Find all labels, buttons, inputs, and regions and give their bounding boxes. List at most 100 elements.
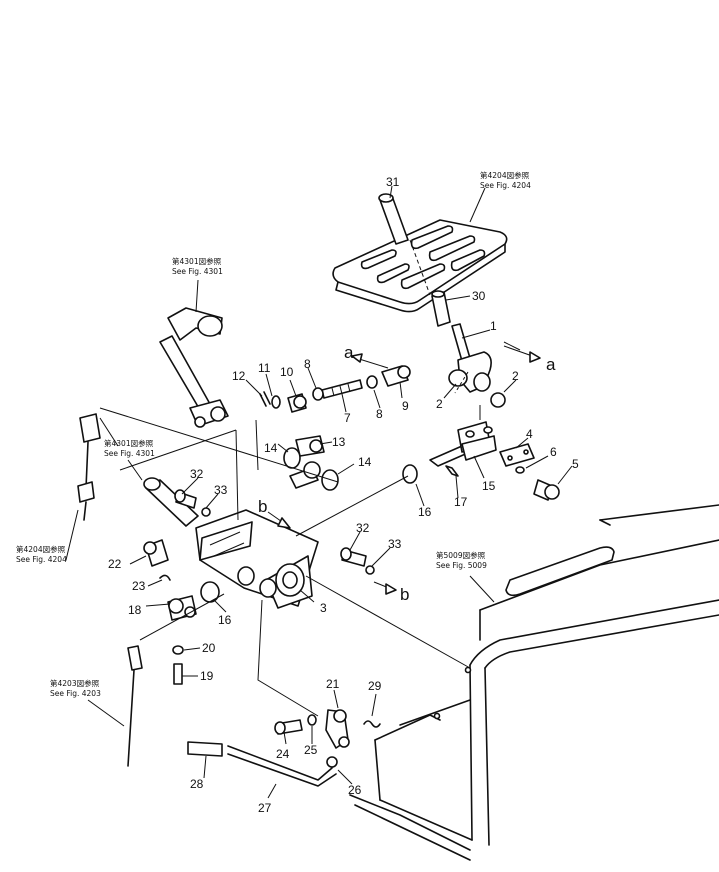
part-number: 13 xyxy=(332,435,346,449)
ref-en: See Fig. 4203 xyxy=(50,689,101,698)
part-number-leaders xyxy=(129,185,573,799)
part-number: 21 xyxy=(326,677,340,691)
part-number: 5 xyxy=(572,457,579,471)
ref-note-4301-top: 第4301図参照 See Fig. 4301 xyxy=(172,256,223,276)
arrow-b-right xyxy=(373,581,397,595)
ref-jp: 第4301図参照 xyxy=(104,438,154,448)
part-number: 8 xyxy=(376,407,383,421)
left-lever xyxy=(159,307,229,428)
part-number: 33 xyxy=(388,537,402,551)
electric-connector xyxy=(77,413,119,521)
ref-leader-4204-left xyxy=(65,509,79,561)
pivot-22 xyxy=(143,539,169,567)
ref-jp: 第4301図参照 xyxy=(172,256,222,266)
part-number: 27 xyxy=(258,801,272,815)
part-number: 25 xyxy=(304,743,318,757)
bushing-16-lower xyxy=(200,581,220,603)
ref-note-4203: 第4203図参照 See Fig. 4203 xyxy=(50,678,101,698)
part-number: 16 xyxy=(218,613,232,627)
rod-left xyxy=(127,645,143,767)
washer-25 xyxy=(307,714,317,726)
part-number: 28 xyxy=(190,777,204,791)
nut-8a xyxy=(312,387,324,401)
clip-23 xyxy=(159,574,171,581)
part-number: 14 xyxy=(358,455,372,469)
ref-en: See Fig. 4204 xyxy=(16,555,67,564)
part-number: 20 xyxy=(202,641,216,655)
clevis-10 xyxy=(287,393,307,413)
ref-note-4301-mid: 第4301図参照 See Fig. 4301 xyxy=(104,438,155,458)
part-number: 16 xyxy=(418,505,432,519)
ref-en: See Fig. 4301 xyxy=(172,267,223,276)
part-number: 32 xyxy=(190,467,204,481)
shift-knob xyxy=(378,193,409,245)
arrow-a-right xyxy=(503,345,541,363)
arrow-a-left xyxy=(351,353,389,369)
cab-body-panel xyxy=(349,504,719,861)
shaft-left xyxy=(143,477,199,527)
clip-12 xyxy=(259,391,271,407)
bolt-19 xyxy=(173,663,183,685)
bolt-5 xyxy=(533,479,560,501)
part-number: 32 xyxy=(356,521,370,535)
ref-jp: 第4204図参照 xyxy=(480,170,530,180)
part-number: 4 xyxy=(526,427,533,441)
part-number: 23 xyxy=(132,579,146,593)
ref-en: See Fig. 5009 xyxy=(436,561,487,570)
bushing-16-upper xyxy=(402,464,418,484)
part-number: 19 xyxy=(200,669,214,683)
part-number: 3 xyxy=(320,601,327,615)
part-number: 33 xyxy=(214,483,228,497)
ref-jp: 第4203図参照 xyxy=(50,678,100,688)
pin-11 xyxy=(271,395,281,409)
part-number: 26 xyxy=(348,783,362,797)
letter-a-right: a xyxy=(546,355,556,374)
part-number: 22 xyxy=(108,557,122,571)
ref-note-5009: 第5009図参照 See Fig. 5009 xyxy=(436,550,487,570)
part-number: 11 xyxy=(258,361,271,375)
lever-boot xyxy=(431,290,451,327)
part-number: 24 xyxy=(276,747,290,761)
washer-20 xyxy=(172,645,184,655)
lever-18 xyxy=(167,595,197,621)
part-number: 31 xyxy=(386,175,400,189)
ref-en: See Fig. 4204 xyxy=(480,181,531,190)
washer-6 xyxy=(515,466,525,474)
ref-leader-4301-top xyxy=(195,279,199,313)
plate-4 xyxy=(499,443,535,467)
part-number: 30 xyxy=(472,289,486,303)
part-number: 8 xyxy=(304,357,311,371)
part-number: 15 xyxy=(482,479,496,493)
bolt-24 xyxy=(274,719,303,735)
part-number: 9 xyxy=(402,399,409,413)
ref-jp: 第4204図参照 xyxy=(16,544,66,554)
letter-b-top: b xyxy=(258,497,267,516)
part-number: 10 xyxy=(280,365,294,379)
main-bracket xyxy=(195,509,319,609)
bolt-32b xyxy=(340,547,367,567)
letter-b-right: b xyxy=(400,585,409,604)
ref-note-4204-left: 第4204図参照 See Fig. 4204 xyxy=(16,544,67,564)
part-number: 7 xyxy=(344,411,351,425)
lever-bracket xyxy=(429,405,497,467)
part-number: 17 xyxy=(454,495,468,509)
part-number: 18 xyxy=(128,603,142,617)
part-number: 29 xyxy=(368,679,382,693)
part-number: 6 xyxy=(550,445,557,459)
ref-leader-4301-mid xyxy=(127,459,143,481)
part-number: 2 xyxy=(436,397,443,411)
ball-joint-9 xyxy=(381,365,411,387)
leader-lines xyxy=(99,341,521,717)
part-number: 2 xyxy=(512,369,519,383)
ref-note-4204-top: 第4204図参照 See Fig. 4204 xyxy=(480,170,531,190)
shift-lever xyxy=(448,323,506,408)
lever-21 xyxy=(325,709,350,749)
washer-33b xyxy=(365,565,375,575)
bolt-32a xyxy=(174,489,197,509)
part-number: 14 xyxy=(264,441,278,455)
nut-8b xyxy=(366,375,378,389)
ref-en: See Fig. 4301 xyxy=(104,449,155,458)
ref-leader-4203 xyxy=(87,699,125,727)
